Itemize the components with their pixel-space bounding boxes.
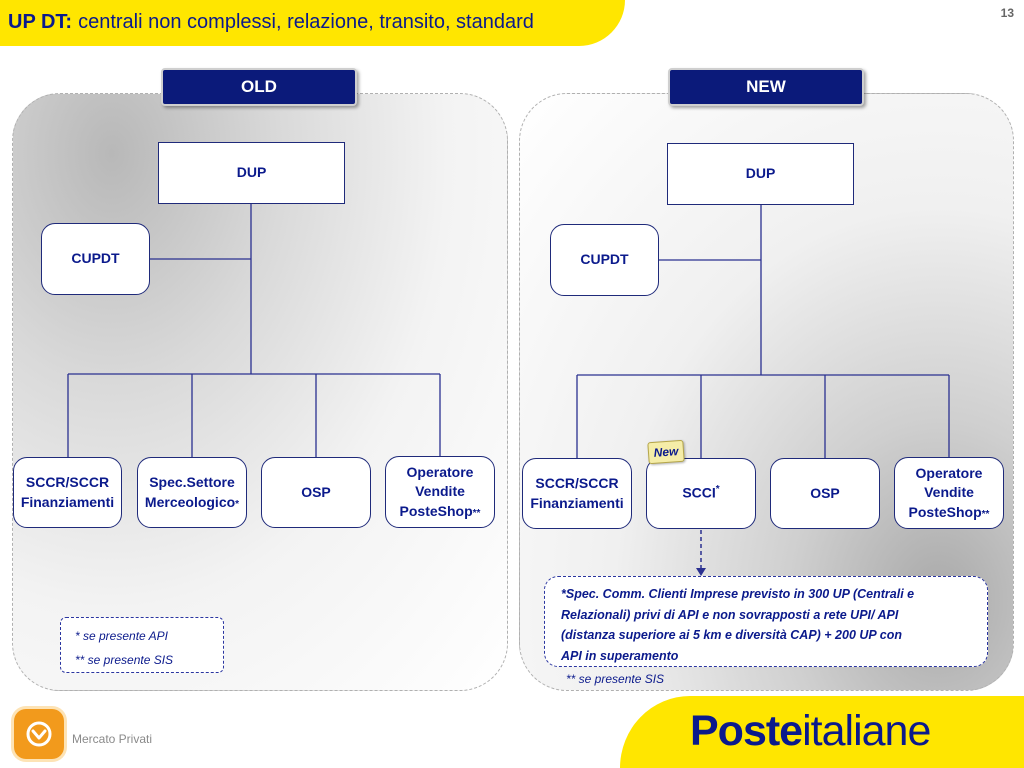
new-cupdt-box: CUPDT: [550, 224, 659, 296]
old-legend: * se presente API ** se presente SIS: [60, 617, 224, 673]
legend-line-1: * se presente API: [75, 629, 168, 643]
new-cupdt-label: CUPDT: [580, 251, 629, 268]
old-spec-settore-box: Spec.Settore Merceologico*: [137, 457, 247, 528]
new-operatore-line-2: Vendite: [924, 484, 974, 501]
title-band: [0, 0, 625, 46]
old-operatore-box: Operatore Vendite PosteShop**: [385, 456, 495, 528]
page-title: UP DT:centrali non complessi, relazione,…: [8, 11, 534, 34]
new-footnote: ** se presente SIS: [566, 672, 665, 686]
old-operatore-line-1: Operatore: [406, 463, 474, 480]
page-title-rest: centrali non complessi, relazione, trans…: [78, 11, 534, 33]
new-sccr-line-2: Finanziamenti: [530, 494, 624, 511]
new-sccr-line-1: SCCR/SCCR: [535, 474, 619, 491]
new-dup-box: DUP: [667, 143, 854, 205]
old-operatore-suffix: **: [472, 507, 481, 519]
new-operatore-box: Operatore Vendite PosteShop**: [894, 457, 1004, 529]
footer-band: [620, 696, 1024, 768]
new-operatore-suffix: **: [981, 508, 990, 520]
new-scci-label: SCCI: [682, 485, 716, 502]
old-spec-suffix: *: [235, 498, 240, 510]
new-sccr-box: SCCR/SCCR Finanziamenti: [522, 458, 632, 529]
old-spec-line-2: Merceologico: [144, 493, 236, 510]
new-scci-box: SCCI*: [646, 458, 756, 529]
note-line-1: *Spec. Comm. Clienti Imprese previsto in…: [561, 587, 915, 601]
note-line-2: Relazionali) privi di API e non sovrappo…: [561, 607, 899, 622]
old-operatore-line-2: Vendite: [415, 483, 465, 500]
note-line-3: (distanza superiore ai 5 km e diversità …: [561, 628, 902, 642]
old-sccr-line-2: Finanziamenti: [20, 493, 115, 510]
old-header: OLD: [161, 68, 357, 106]
old-cupdt-label: CUPDT: [71, 250, 120, 267]
old-osp-label: OSP: [301, 483, 331, 500]
new-operatore-line-3: PosteShop: [908, 503, 982, 520]
old-dup-box: DUP: [158, 142, 345, 204]
new-dup-label: DUP: [745, 165, 776, 182]
page-title-bold: UP DT:: [8, 11, 73, 33]
legend-line-2: ** se presente SIS: [75, 653, 174, 667]
mercato-privati-logo-icon: [14, 709, 64, 759]
note-line-4: API in superamento: [561, 648, 679, 663]
poste-italiane-logo: Posteitaliane: [690, 707, 931, 756]
old-spec-line-1: Spec.Settore: [149, 473, 235, 490]
arrow-down-icon: [26, 721, 52, 747]
new-scci-sup: *: [715, 484, 720, 496]
brand-rest: italiane: [802, 707, 931, 755]
new-operatore-line-1: Operatore: [915, 464, 983, 481]
brand-bold: Poste: [690, 707, 803, 755]
old-operatore-line-3: PosteShop: [399, 502, 473, 519]
old-sccr-line-1: SCCR/SCCR: [25, 473, 110, 490]
page-number: 13: [1000, 6, 1014, 20]
old-sccr-box: SCCR/SCCR Finanziamenti: [13, 457, 122, 528]
new-osp-label: OSP: [810, 484, 840, 501]
old-osp-box: OSP: [261, 457, 371, 528]
new-header: NEW: [668, 68, 864, 106]
old-dup-label: DUP: [236, 164, 267, 181]
footer-label: Mercato Privati: [72, 732, 153, 746]
scci-note: *Spec. Comm. Clienti Imprese previsto in…: [544, 576, 988, 667]
old-cupdt-box: CUPDT: [41, 223, 150, 295]
new-flag-badge: New: [647, 439, 685, 465]
new-osp-box: OSP: [770, 458, 880, 529]
